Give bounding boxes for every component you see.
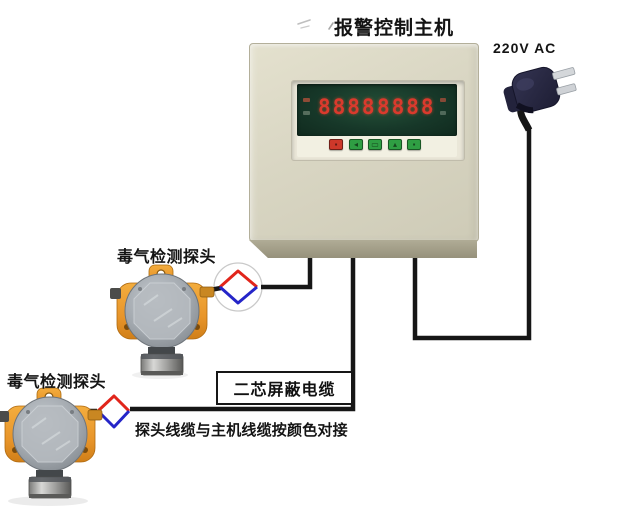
upper-probe-label: 毒气检测探头 — [117, 249, 217, 266]
controller-enclosure-bottom — [249, 240, 477, 258]
gas-detector-probe-upper — [109, 264, 215, 376]
display-indicator-mark — [440, 98, 446, 102]
power-voltage-label: 220V AC — [493, 40, 557, 56]
plug-cord-neck — [515, 102, 534, 114]
shielded-cable-label: 二芯屏蔽电缆 — [233, 382, 336, 399]
display-sv-digits: 8888 — [377, 95, 436, 119]
shift-button: ◂ — [349, 139, 363, 150]
display-indicator-mark — [440, 111, 446, 115]
plug-prong — [556, 83, 577, 96]
display-indicator-mark — [303, 111, 310, 115]
enter-button: ▪ — [407, 139, 421, 150]
connector-red-half — [96, 394, 131, 413]
display-pv-digits: 8888 — [318, 95, 377, 119]
display-indicator-mark — [303, 98, 310, 102]
diagram-title: 报警控制主机 — [334, 18, 455, 39]
gas-detector-probe-lower — [0, 387, 103, 499]
probe-shadow — [8, 496, 88, 506]
set-button: ▪ — [329, 139, 343, 150]
connector-red-half — [219, 269, 258, 289]
plug-prong — [552, 67, 576, 80]
color-match-connector-lower — [96, 394, 131, 429]
color-match-connector-upper — [219, 269, 258, 305]
power-cable — [412, 128, 532, 341]
color-match-note: 探头线缆与主机线缆按颜色对接 — [135, 422, 348, 439]
controller-led-display — [297, 84, 457, 136]
up-button: ▴ — [388, 139, 402, 150]
connector-blue-half — [219, 285, 258, 305]
lower-probe-label: 毒气检测探头 — [7, 374, 107, 391]
cable-probe1-to-host — [261, 245, 313, 290]
power-plug-icon — [503, 66, 577, 114]
function-button: ▭ — [368, 139, 382, 150]
cable-probe2-to-host — [130, 245, 356, 412]
shielded-cable-label-box: 二芯屏蔽电缆 — [216, 371, 353, 405]
connector-blue-half — [96, 409, 131, 429]
erased-title-marks — [297, 19, 334, 30]
